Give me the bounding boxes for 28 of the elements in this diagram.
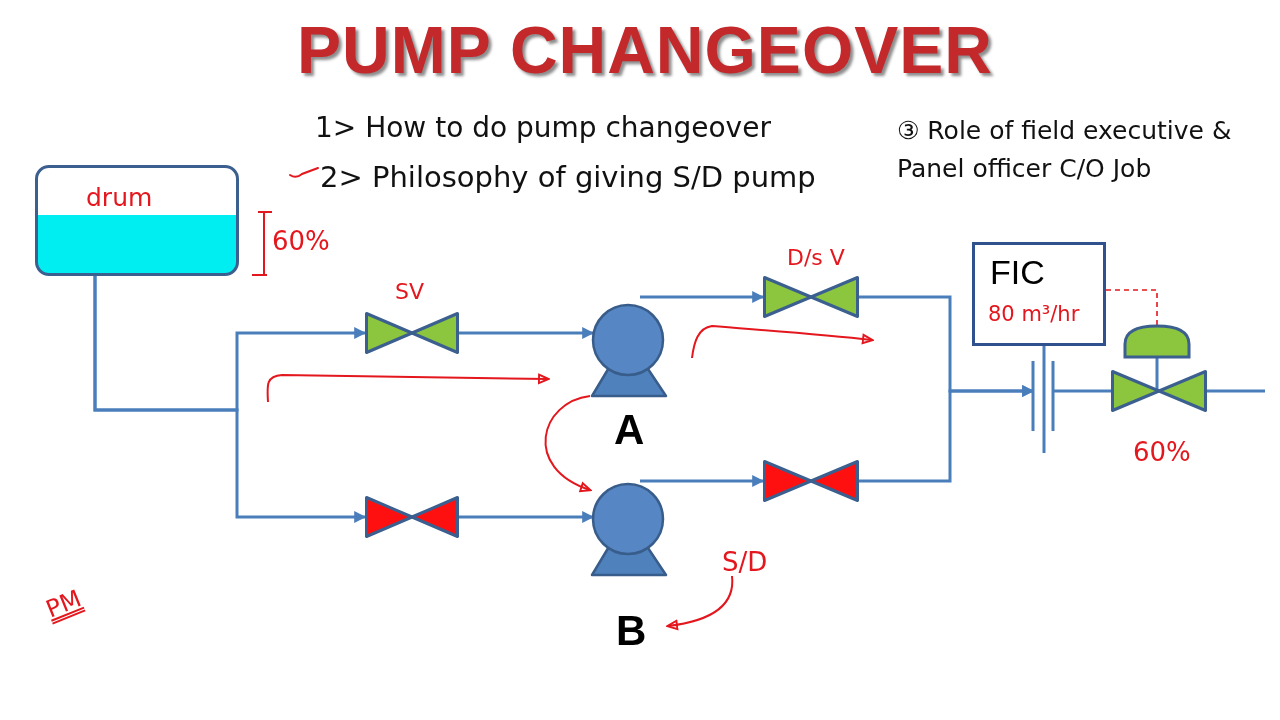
changeover-arrow [544, 395, 592, 492]
signal-line [1105, 289, 1158, 326]
title: PUMP CHANGEOVER [297, 13, 993, 87]
pipe-arrow [93, 276, 367, 523]
vessel-label: drum [86, 184, 153, 212]
valve-tag: D/s V [787, 246, 845, 271]
pipe-line [1207, 389, 1265, 393]
leader-arrow [666, 575, 734, 630]
handwritten-note: PM [42, 584, 86, 624]
pipe-arrow [640, 291, 765, 303]
setpoint-label: 80 m³/hr [988, 303, 1080, 327]
valve-opening-label: 60% [1133, 438, 1191, 467]
pump-label: A [614, 406, 645, 454]
handwritten-note: 1> How to do pump changeover [315, 111, 771, 144]
handwritten-note: 2> Philosophy of giving S/D pump [320, 160, 816, 194]
pipe-arrow [459, 327, 595, 339]
instrument-line [1042, 346, 1046, 361]
valve-tag: SV [395, 280, 424, 305]
instrument-tag: FIC [990, 253, 1045, 292]
status-label: S/D [722, 548, 768, 576]
pipe-arrow [859, 385, 1035, 483]
controller-box [972, 242, 1106, 346]
drum-vessel [35, 165, 239, 276]
pipe-line [1053, 389, 1111, 393]
pump-label: B [616, 607, 647, 655]
level-label: 60% [272, 226, 330, 256]
handwritten-note: ③ Role of field executive & Panel officer C/O Job [897, 115, 1233, 185]
pipe-arrow [640, 475, 765, 487]
